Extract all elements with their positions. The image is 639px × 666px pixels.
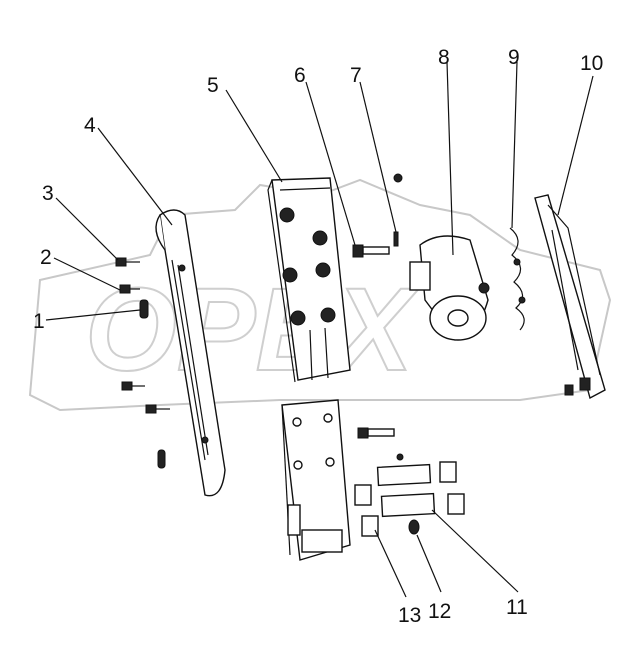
callout-13: 13 bbox=[398, 604, 421, 627]
pin-part-7 bbox=[393, 231, 399, 247]
screw-part-2 bbox=[119, 284, 140, 294]
screw-lower-1 bbox=[121, 381, 145, 391]
motor-part-8 bbox=[409, 235, 490, 341]
screw-part-3 bbox=[115, 257, 140, 267]
pin-lower bbox=[157, 449, 166, 469]
nut-top bbox=[393, 173, 403, 183]
callout-2: 2 bbox=[40, 246, 52, 269]
nut-part-12 bbox=[408, 519, 420, 535]
pads-part-11-13 bbox=[354, 453, 465, 537]
callout-6: 6 bbox=[294, 64, 306, 87]
flange-disc bbox=[155, 209, 226, 497]
lower-bracket bbox=[281, 399, 351, 561]
callout-12: 12 bbox=[428, 600, 451, 623]
callout-11: 11 bbox=[506, 596, 528, 619]
screw-lower-2 bbox=[145, 404, 170, 414]
watermark: OPEX bbox=[28, 178, 612, 412]
callout-3: 3 bbox=[42, 182, 54, 205]
callout-1: 1 bbox=[33, 310, 45, 333]
callout-8: 8 bbox=[438, 46, 450, 69]
callout-10: 10 bbox=[580, 52, 603, 75]
callouts: 1 2 3 4 5 6 7 8 9 10 11 12 13 bbox=[33, 46, 603, 627]
housing-block-part-5 bbox=[267, 177, 351, 383]
callout-5: 5 bbox=[207, 74, 219, 97]
callout-7: 7 bbox=[350, 64, 362, 87]
bolt-part-6 bbox=[352, 244, 390, 258]
callout-4: 4 bbox=[84, 114, 96, 137]
bolt-lower bbox=[357, 427, 395, 439]
watermark-text: OPEX bbox=[85, 264, 419, 396]
leader-lines bbox=[45, 61, 594, 598]
cover-plate-part-10 bbox=[534, 194, 606, 400]
spring-part-9 bbox=[509, 227, 526, 331]
pin-part-1 bbox=[139, 299, 149, 319]
callout-9: 9 bbox=[508, 46, 520, 69]
